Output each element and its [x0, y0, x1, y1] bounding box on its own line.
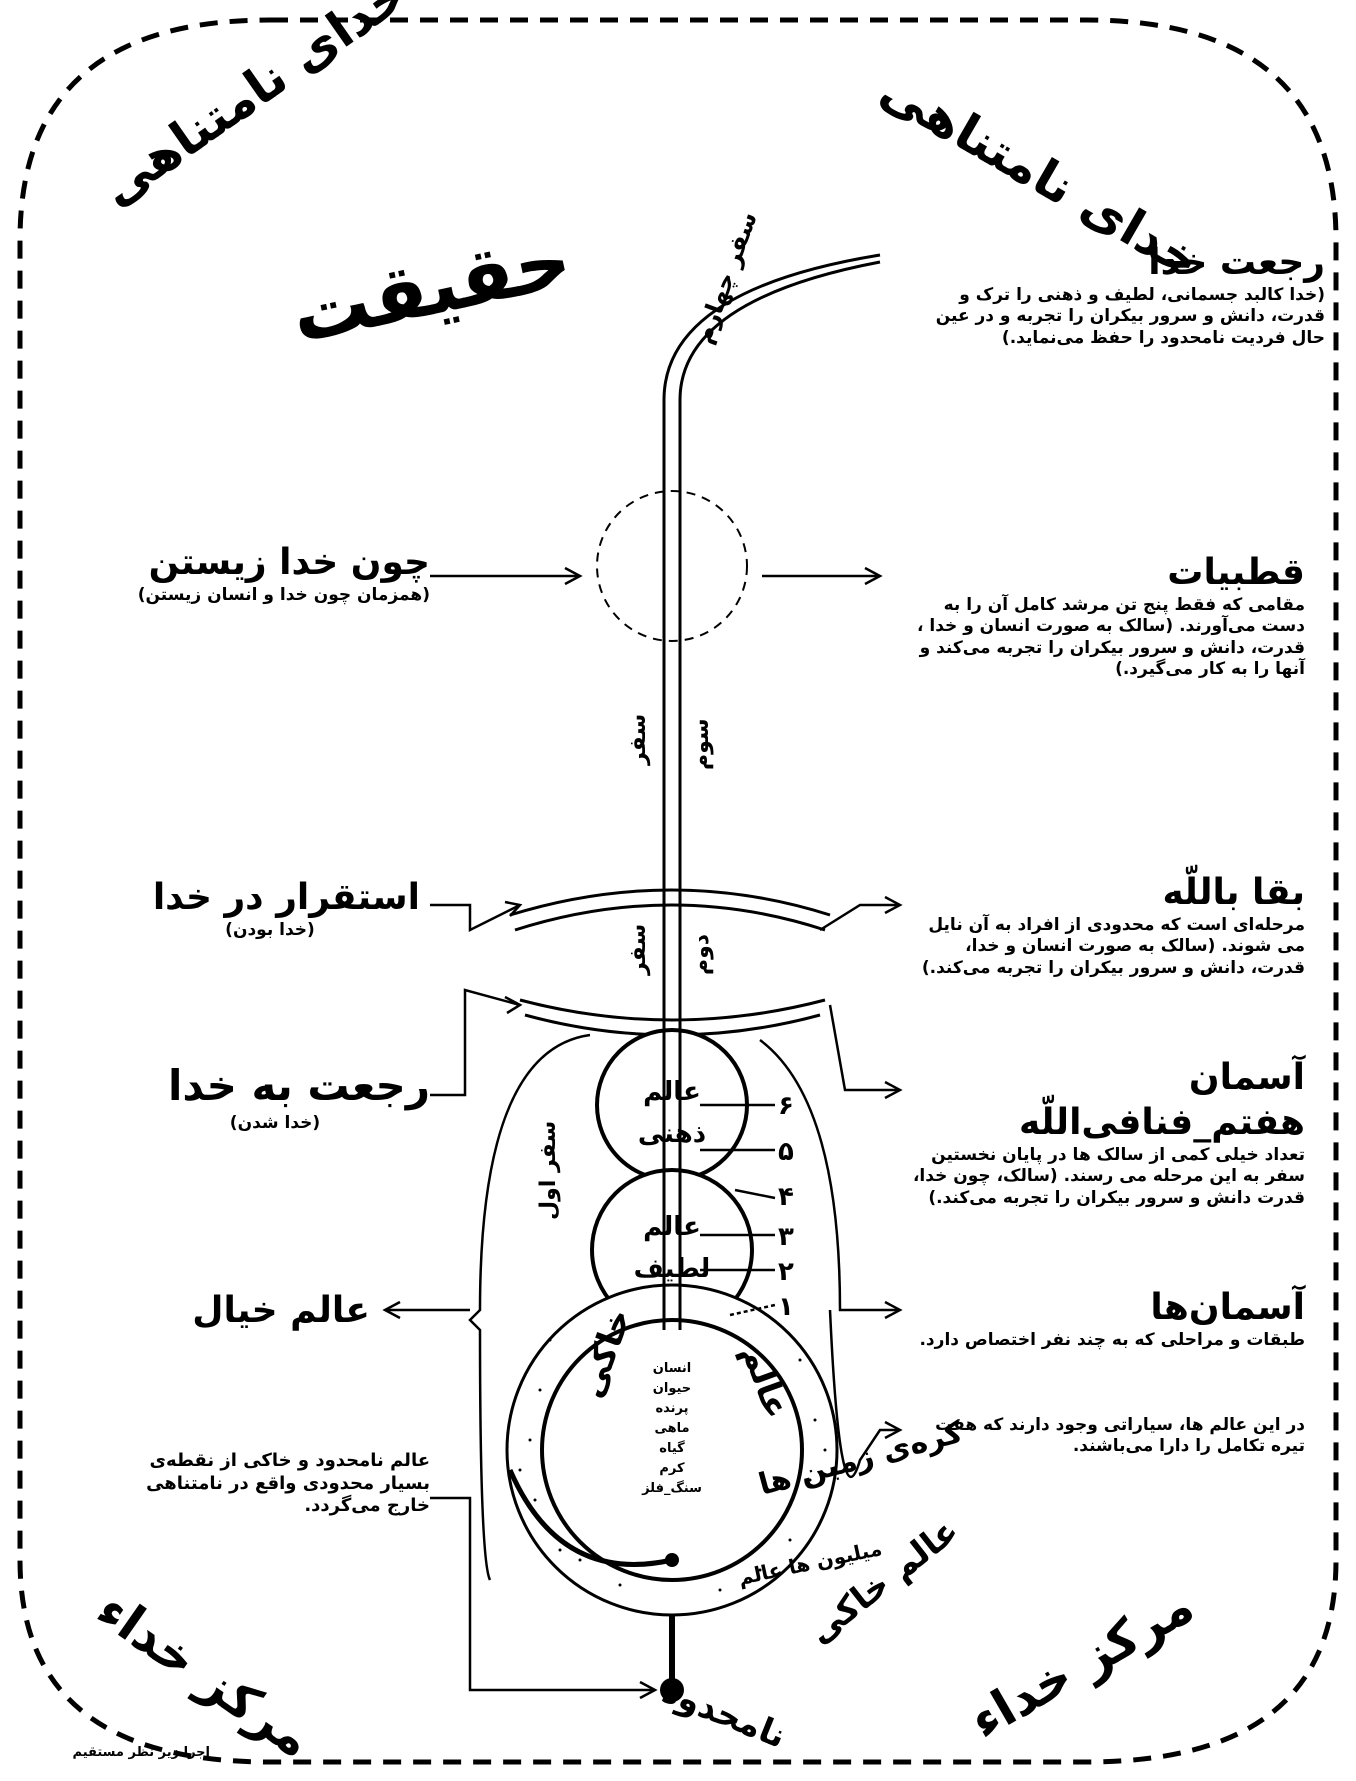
asemanha-block: آسمان‌ها طبقات و مراحلی که به چند نفر اخ… [905, 1285, 1305, 1351]
evolution-item: پرنده [655, 1401, 688, 1416]
rojat-be-khoda-title: رجعت به خدا [120, 1060, 430, 1113]
choon-khoda-block: چون خدا زیستن (همزمان چون خدا و انسان زی… [120, 540, 430, 606]
subtle-word-1: عالم [643, 1212, 701, 1242]
mental-word-1: عالم [643, 1077, 701, 1107]
plane-number: ۱ [778, 1292, 794, 1322]
esteqrar-block: استقرار در خدا (خدا بودن) [120, 875, 420, 941]
alam-khiyal-title: عالم خیال [160, 1288, 370, 1333]
choon-khoda-text: (همزمان چون خدا و انسان زیستن) [120, 585, 430, 606]
plane-number: ۶ [778, 1091, 794, 1121]
footer-note: اجرا زیر نظر مستقیم [30, 1745, 210, 1761]
rojat-khoda-block: رجعت خدا (خدا کالبد جسمانی، لطیف و ذهنی … [905, 240, 1325, 349]
evolution-item: ماهی [654, 1421, 689, 1436]
evolution-item: سنگ_فلز [641, 1480, 702, 1496]
journey-third-a-label: سفر [626, 714, 651, 766]
aseman-haftom-block: آسمان هفتم_فنافی‌اللّه تعداد خیلی کمی از… [905, 1055, 1305, 1209]
stage-arcs [510, 890, 830, 1035]
journey-second-a-label: سفر [626, 924, 651, 976]
journey-first-label: سفر اول [536, 1121, 561, 1220]
baqa-text: مرحله‌ای است که محدودی از افراد به آن نا… [905, 915, 1305, 979]
qotbiyat-title: قطبیات [905, 550, 1305, 595]
alam-namahdood-text: عالم نامحدود و خاکی از نقطه‌ی بسیار محدو… [120, 1450, 430, 1518]
evolution-item: حیوان [653, 1381, 691, 1396]
plane-numbers: ۶ ۵ ۴ ۳ ۲ ۱ [778, 1091, 794, 1322]
alamha-text: در این عالم ها، سیاراتی وجود دارند که هف… [905, 1415, 1305, 1458]
asemanha-title: آسمان‌ها [905, 1285, 1305, 1330]
mental-word-2: ذهنی [638, 1119, 706, 1149]
rojat-be-khoda-block: رجعت به خدا (خدا شدن) [120, 1060, 430, 1134]
alam-khaki-label: عالم خاکی [801, 1511, 966, 1653]
qotbiyat-circle [597, 491, 747, 641]
plane-number: ۵ [778, 1137, 794, 1167]
plane-number: ۳ [778, 1222, 794, 1252]
esteqrar-text: (خدا بودن) [120, 920, 420, 941]
plane-number: ۴ [778, 1182, 794, 1212]
rojat-khoda-text: (خدا کالبد جسمانی، لطیف و ذهنی را ترک و … [905, 285, 1325, 349]
aseman-haftom-text: تعداد خیلی کمی از سالک ها در پایان نخستی… [905, 1145, 1305, 1209]
esteqrar-title: استقرار در خدا [120, 875, 420, 920]
baqa-title: بقا باللّه [905, 870, 1305, 915]
evolution-item: گیاه [659, 1440, 685, 1456]
plane-number: ۲ [778, 1257, 794, 1287]
journey-third-b-label: سوم [689, 718, 714, 770]
aseman-haftom-title: آسمان هفتم_فنافی‌اللّه [905, 1055, 1305, 1145]
choon-khoda-title: چون خدا زیستن [120, 540, 430, 585]
baqa-block: بقا باللّه مرحله‌ای است که محدودی از افر… [905, 870, 1305, 979]
journey-fourth-label: سفر چهارم [689, 208, 762, 347]
evolution-item: کرم [659, 1461, 685, 1476]
qotbiyat-text: مقامی که فقط پنج تن مرشد کامل آن را به د… [905, 595, 1305, 680]
asemanha-text: طبقات و مراحلی که به چند نفر اختصاص دارد… [905, 1330, 1305, 1351]
rojat-be-khoda-text: (خدا شدن) [120, 1113, 430, 1134]
qotbiyat-block: قطبیات مقامی که فقط پنج تن مرشد کامل آن … [905, 550, 1305, 680]
journey-second-b-label: دوم [689, 934, 714, 975]
subtle-word-2: لطیف [634, 1254, 711, 1284]
evolution-item: انسان [653, 1361, 692, 1376]
namahdood-label: نامحدود [657, 1671, 792, 1757]
rojat-khoda-title: رجعت خدا [905, 240, 1325, 285]
earth-dot [665, 1553, 679, 1567]
